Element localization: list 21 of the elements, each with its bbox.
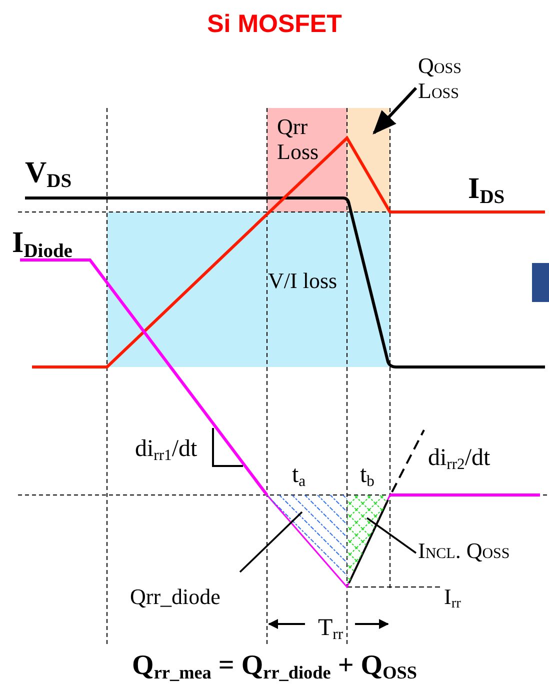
- dimension-label: T$_{rr}$: [318, 616, 344, 642]
- callout-text: Qoss Loss: [418, 53, 488, 104]
- region-label: V/I loss: [268, 268, 338, 294]
- signal-label: I$_{DS}$: [468, 174, 505, 208]
- current-label: I$_{rr}$: [444, 586, 461, 611]
- signal-label: I$_{Diode}$: [12, 228, 72, 262]
- arrow: [372, 86, 418, 134]
- signal-label: V$_{DS}$: [25, 158, 72, 192]
- title: Si MOSFET: [206, 12, 343, 37]
- slope-label: di$_{rr1}$/dt: [135, 437, 198, 464]
- equation: Q$_{rr_mea}$ = Q$_{rr_diode}$ + Q$_{OSS}$: [131, 652, 418, 682]
- region-label: Qrr Loss: [277, 114, 320, 165]
- callout-text: Qrr_diode: [130, 584, 220, 610]
- loss-region: [107, 212, 390, 367]
- loss-region: [267, 108, 347, 212]
- time-label: t$_{a}$: [292, 463, 306, 490]
- callout-text: Incl. Qoss: [418, 538, 510, 564]
- leader-line: [366, 517, 417, 554]
- slope-label: di$_{rr2}$/dt: [428, 446, 490, 472]
- time-label: t$_{b}$: [360, 463, 374, 490]
- leader-line: [239, 511, 303, 573]
